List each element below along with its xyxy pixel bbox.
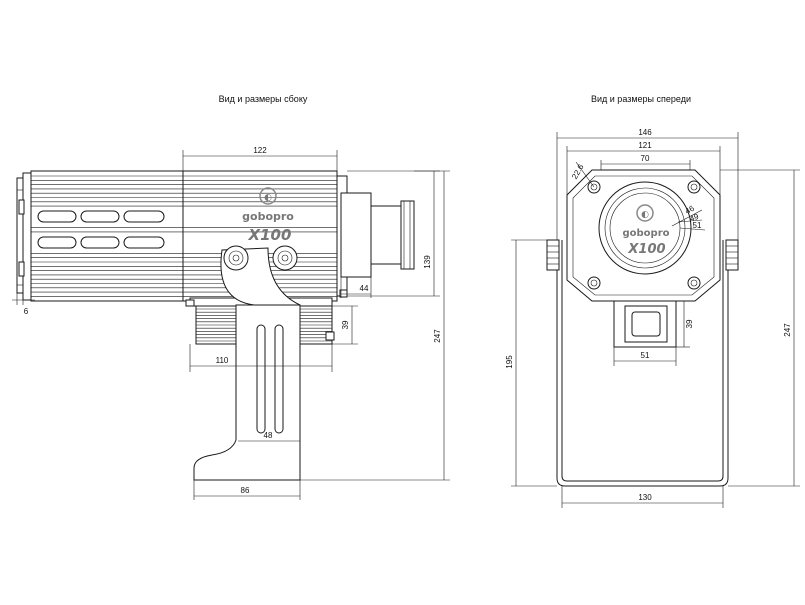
front-dimensions: 146 121 70 22.6 46 49 51 19 bbox=[505, 128, 800, 508]
dim-base-length: 110 bbox=[216, 356, 229, 365]
rear-cap bbox=[16, 172, 32, 301]
side-view-title: Вид и размеры сбоку bbox=[219, 94, 308, 104]
tilt-knob-left bbox=[223, 245, 249, 271]
front-view: ◐ gobopro X100 146 121 70 bbox=[505, 128, 800, 508]
side-logo-brand: gobopro bbox=[242, 210, 294, 223]
svg-text:◐: ◐ bbox=[264, 193, 272, 203]
dim-lens-d2: 49 bbox=[688, 212, 700, 224]
dim-total-width: 146 bbox=[638, 128, 652, 137]
mount-plate bbox=[613, 300, 677, 348]
dim-base-height: 39 bbox=[341, 320, 350, 329]
dim-lens-d3: 51 bbox=[693, 221, 702, 230]
dim-foot-length: 86 bbox=[241, 486, 250, 495]
dim-mount-height: 195 bbox=[505, 355, 514, 369]
side-view: ◐ gobopro X100 bbox=[12, 146, 450, 500]
dim-front-total-height: 247 bbox=[783, 323, 792, 337]
side-logo-model: X100 bbox=[248, 226, 292, 244]
side-dimensions: 122 139 247 44 39 110 bbox=[12, 146, 450, 500]
front-logo-model: X100 bbox=[627, 242, 665, 257]
tilt-knob-right bbox=[272, 245, 298, 271]
yoke-bracket bbox=[193, 245, 301, 481]
dim-lens-offset: 44 bbox=[360, 284, 369, 293]
dim-plate-height: 39 bbox=[685, 319, 694, 328]
dim-plate-width: 51 bbox=[641, 351, 650, 360]
dim-rear-offset: 6 bbox=[24, 307, 29, 316]
front-view-title: Вид и размеры спереди bbox=[591, 94, 691, 104]
vent-slots bbox=[37, 210, 165, 249]
lens-assembly bbox=[336, 175, 415, 298]
dim-total-height: 247 bbox=[433, 329, 442, 343]
svg-text:◐: ◐ bbox=[641, 210, 649, 220]
dim-inner-width: 121 bbox=[638, 141, 652, 150]
front-lens: ◐ gobopro X100 bbox=[598, 181, 692, 275]
front-logo-brand: gobopro bbox=[622, 228, 669, 239]
dim-bracket-width: 130 bbox=[638, 493, 652, 502]
dim-body-length: 122 bbox=[253, 146, 267, 155]
dim-top-width: 70 bbox=[641, 154, 650, 163]
dim-height-top: 139 bbox=[423, 255, 432, 269]
finned-body bbox=[30, 170, 338, 302]
dim-bracket-inner: 48 bbox=[264, 431, 273, 440]
side-logo: ◐ gobopro X100 bbox=[242, 187, 294, 244]
u-bracket bbox=[546, 239, 739, 487]
